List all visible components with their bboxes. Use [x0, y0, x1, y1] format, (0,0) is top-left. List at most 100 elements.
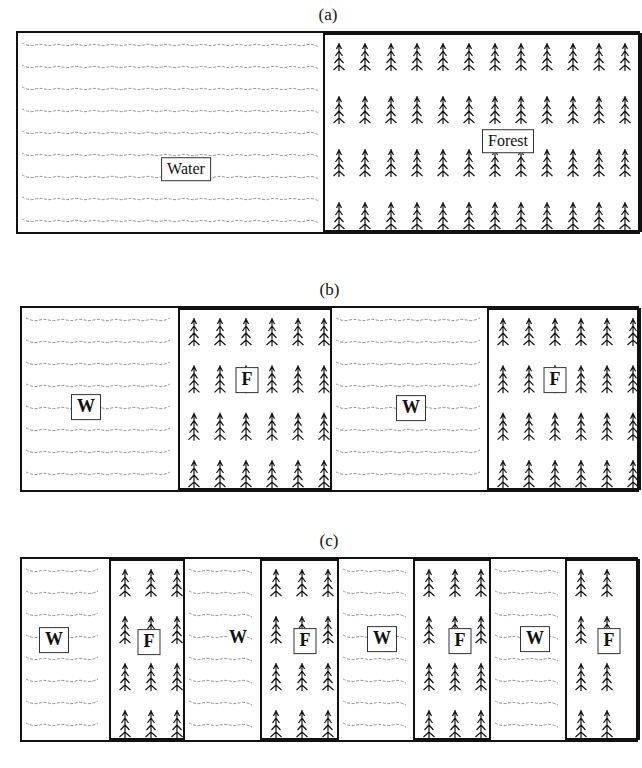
tree-symbol	[267, 460, 278, 488]
wave-line	[26, 340, 170, 343]
wave-line	[22, 131, 319, 135]
tree-symbol	[524, 413, 535, 441]
water-illustration	[18, 33, 323, 232]
tree-symbol	[297, 663, 308, 691]
map-panel: (b)WFWF	[20, 306, 639, 492]
tree-symbol	[464, 202, 475, 230]
tree-symbol	[271, 663, 282, 691]
land-cover-label: F	[544, 367, 567, 393]
tree-symbol	[524, 460, 535, 488]
tree-symbol	[576, 460, 587, 488]
tree-symbol	[602, 413, 613, 441]
tree-symbol	[464, 96, 475, 124]
tree-symbol	[594, 96, 605, 124]
map-panel: (c)WFWFWFWF	[20, 557, 638, 742]
tree-symbol	[516, 149, 527, 177]
water-strip: Water	[18, 33, 323, 232]
wave-line	[22, 65, 319, 69]
wave-line	[22, 43, 319, 47]
tree-symbol	[542, 96, 553, 124]
tree-symbol	[271, 710, 282, 738]
tree-symbol	[450, 710, 461, 738]
tree-symbol	[524, 318, 535, 346]
wave-line	[495, 701, 558, 705]
tree-symbol	[438, 149, 449, 177]
wave-line	[189, 679, 252, 683]
tree-symbol	[215, 460, 226, 488]
tree-symbol	[172, 569, 183, 597]
wave-line	[343, 723, 406, 727]
tree-symbol	[323, 616, 334, 644]
tree-symbol	[568, 43, 579, 71]
tree-symbol	[628, 365, 639, 393]
tree-symbol	[386, 202, 397, 230]
tree-symbol	[498, 318, 509, 346]
wave-line	[343, 657, 406, 661]
tree-symbol	[271, 569, 282, 597]
wave-line	[343, 679, 406, 683]
wave-line	[495, 723, 558, 727]
tree-symbol	[602, 663, 613, 691]
tree-symbol	[516, 202, 527, 230]
wave-line	[343, 613, 406, 617]
wave-line	[26, 723, 98, 726]
tree-symbol	[360, 43, 371, 71]
tree-symbol	[498, 413, 509, 441]
wave-line	[189, 657, 252, 661]
wave-line	[336, 428, 480, 431]
wave-line	[336, 318, 480, 321]
wave-line	[189, 591, 252, 595]
tree-symbol	[267, 318, 278, 346]
tree-symbol	[568, 202, 579, 230]
wave-line	[189, 701, 252, 705]
wave-line	[336, 384, 480, 387]
wave-line	[26, 657, 98, 660]
water-strip: W	[22, 559, 109, 740]
forest-strip: F	[109, 559, 185, 740]
wave-line	[495, 569, 558, 573]
tree-symbol	[360, 202, 371, 230]
tree-symbol	[602, 710, 613, 738]
wave-line	[495, 679, 558, 683]
land-cover-label: W	[71, 394, 101, 420]
wave-line	[189, 613, 252, 617]
tree-symbol	[334, 43, 345, 71]
tree-symbol	[323, 710, 334, 738]
tree-symbol	[498, 460, 509, 488]
tree-symbol	[412, 149, 423, 177]
wave-line	[26, 613, 98, 616]
wave-line	[22, 87, 319, 91]
tree-symbol	[576, 569, 587, 597]
tree-symbol	[550, 460, 561, 488]
tree-symbol	[271, 616, 282, 644]
tree-symbol	[476, 569, 487, 597]
tree-symbol	[334, 96, 345, 124]
tree-symbol	[241, 460, 252, 488]
tree-symbol	[516, 96, 527, 124]
wave-line	[336, 450, 480, 453]
land-cover-label: F	[449, 628, 472, 654]
tree-symbol	[464, 149, 475, 177]
tree-symbol	[386, 149, 397, 177]
tree-symbol	[189, 413, 200, 441]
tree-symbol	[323, 663, 334, 691]
tree-symbol	[293, 365, 304, 393]
forest-strip: F	[565, 559, 640, 740]
tree-symbol	[360, 149, 371, 177]
tree-symbol	[550, 318, 561, 346]
tree-symbol	[360, 96, 371, 124]
tree-symbol	[334, 202, 345, 230]
wave-line	[26, 450, 170, 453]
wave-line	[26, 428, 170, 431]
water-strip: W	[339, 559, 413, 740]
wave-line	[336, 362, 480, 365]
tree-symbol	[215, 365, 226, 393]
tree-symbol	[319, 413, 330, 441]
tree-symbol	[120, 710, 131, 738]
tree-symbol	[490, 96, 501, 124]
tree-symbol	[476, 616, 487, 644]
tree-symbol	[450, 569, 461, 597]
tree-symbol	[620, 96, 631, 124]
tree-symbol	[490, 202, 501, 230]
